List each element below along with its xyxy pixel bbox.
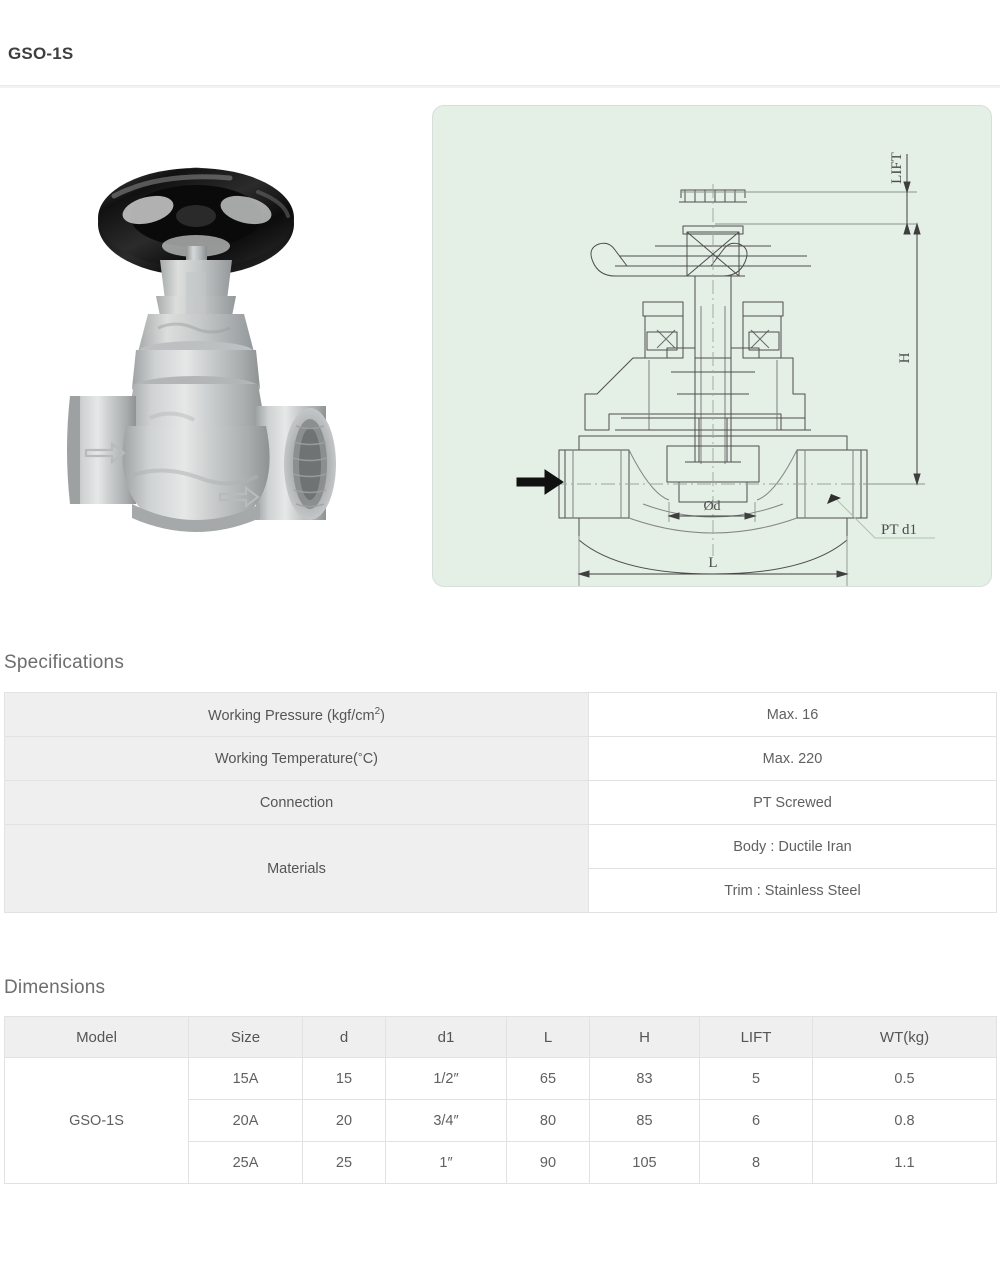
dim-d1-value: 1″ <box>385 1141 507 1184</box>
column-header-lift: LIFT <box>699 1016 813 1058</box>
title-divider <box>0 85 1000 88</box>
spec-value-material-trim: Trim : Stainless Steel <box>588 868 997 913</box>
dimensions-table: Model Size d d1 L H LIFT WT(kg) GSO-1S 1… <box>4 1016 997 1184</box>
dim-l-value: 80 <box>506 1099 590 1142</box>
table-row: GSO-1S 15A 15 1/2″ 65 83 5 0.5 <box>4 1057 997 1184</box>
dim-lift-value: 8 <box>699 1141 813 1184</box>
dim-h-value: 105 <box>589 1141 700 1184</box>
dim-lift-value: 6 <box>699 1099 813 1142</box>
spec-label-materials: Materials <box>4 824 589 913</box>
product-photo <box>8 100 420 590</box>
dimensions-heading: Dimensions <box>4 977 106 998</box>
valve-cross-section-drawing: LIFT H Ød <box>516 152 935 586</box>
flow-direction-arrow <box>516 469 564 495</box>
dim-l-value: 65 <box>506 1057 590 1100</box>
dim-lift-value: 5 <box>699 1057 813 1100</box>
dim-size-value: 15A <box>188 1057 303 1100</box>
dim-wt-value: 1.1 <box>812 1141 997 1184</box>
spec-value-working-pressure: Max. 16 <box>588 692 997 737</box>
lift-dimension-label: LIFT <box>889 152 905 184</box>
column-header-wt: WT(kg) <box>812 1016 997 1058</box>
technical-drawing: LIFT H Ød <box>432 105 992 587</box>
column-header-h: H <box>589 1016 700 1058</box>
height-dimension-label: H <box>897 352 913 363</box>
threaded-end <box>284 408 336 520</box>
dim-h-value: 83 <box>589 1057 700 1100</box>
spec-value-connection: PT Screwed <box>588 780 997 825</box>
dim-d-value: 25 <box>302 1141 386 1184</box>
column-header-d: d <box>302 1016 386 1058</box>
bore-dimension-label: Ød <box>703 499 720 514</box>
table-header-row: Model Size d d1 L H LIFT WT(kg) <box>4 1016 997 1058</box>
page-title: GSO-1S <box>8 44 74 63</box>
dim-d-value: 15 <box>302 1057 386 1100</box>
specifications-heading: Specifications <box>4 652 125 673</box>
table-row: Materials Body : Ductile Iran <box>4 824 997 913</box>
specifications-table: Working Pressure (kgf/cm2) Max. 16 Worki… <box>4 692 997 913</box>
spec-label-working-pressure: Working Pressure (kgf/cm2) <box>4 692 589 737</box>
table-row: 25A 25 1″ 90 105 8 1.1 <box>5 1141 997 1184</box>
table-row: Connection PT Screwed <box>4 780 997 825</box>
column-header-l: L <box>506 1016 590 1058</box>
handwheel <box>98 168 294 276</box>
dim-h-value: 85 <box>589 1099 700 1142</box>
spec-value-working-temperature: Max. 220 <box>588 736 997 781</box>
degree-symbol: ° <box>357 750 363 764</box>
table-row: Working Temperature(°C) Max. 220 <box>4 736 997 781</box>
dim-wt-value: 0.5 <box>812 1057 997 1100</box>
dim-size-value: 25A <box>188 1141 303 1184</box>
spec-value-material-body: Body : Ductile Iran <box>588 824 997 869</box>
dim-model-value: GSO-1S <box>4 1057 189 1184</box>
dim-size-value: 20A <box>188 1099 303 1142</box>
globe-valve-photo-graphic <box>8 100 420 590</box>
table-row: Working Pressure (kgf/cm2) Max. 16 <box>4 692 997 737</box>
column-header-model: Model <box>4 1016 189 1058</box>
dim-d1-value: 1/2″ <box>385 1057 507 1100</box>
spec-label-working-temperature: Working Temperature(°C) <box>4 736 589 781</box>
superscript-two: 2 <box>374 705 381 717</box>
length-dimension-label: L <box>708 555 717 571</box>
dim-d1-value: 3/4″ <box>385 1099 507 1142</box>
table-row: Trim : Stainless Steel <box>5 868 997 913</box>
dim-l-value: 90 <box>506 1141 590 1184</box>
table-row: 20A 20 3/4″ 80 85 6 0.8 <box>5 1099 997 1142</box>
media-row: LIFT H Ød <box>0 100 1000 592</box>
spec-label-connection: Connection <box>4 780 589 825</box>
thread-callout-label: PT d1 <box>881 522 917 538</box>
column-header-size: Size <box>188 1016 303 1058</box>
dim-wt-value: 0.8 <box>812 1099 997 1142</box>
column-header-d1: d1 <box>385 1016 507 1058</box>
dim-d-value: 20 <box>302 1099 386 1142</box>
